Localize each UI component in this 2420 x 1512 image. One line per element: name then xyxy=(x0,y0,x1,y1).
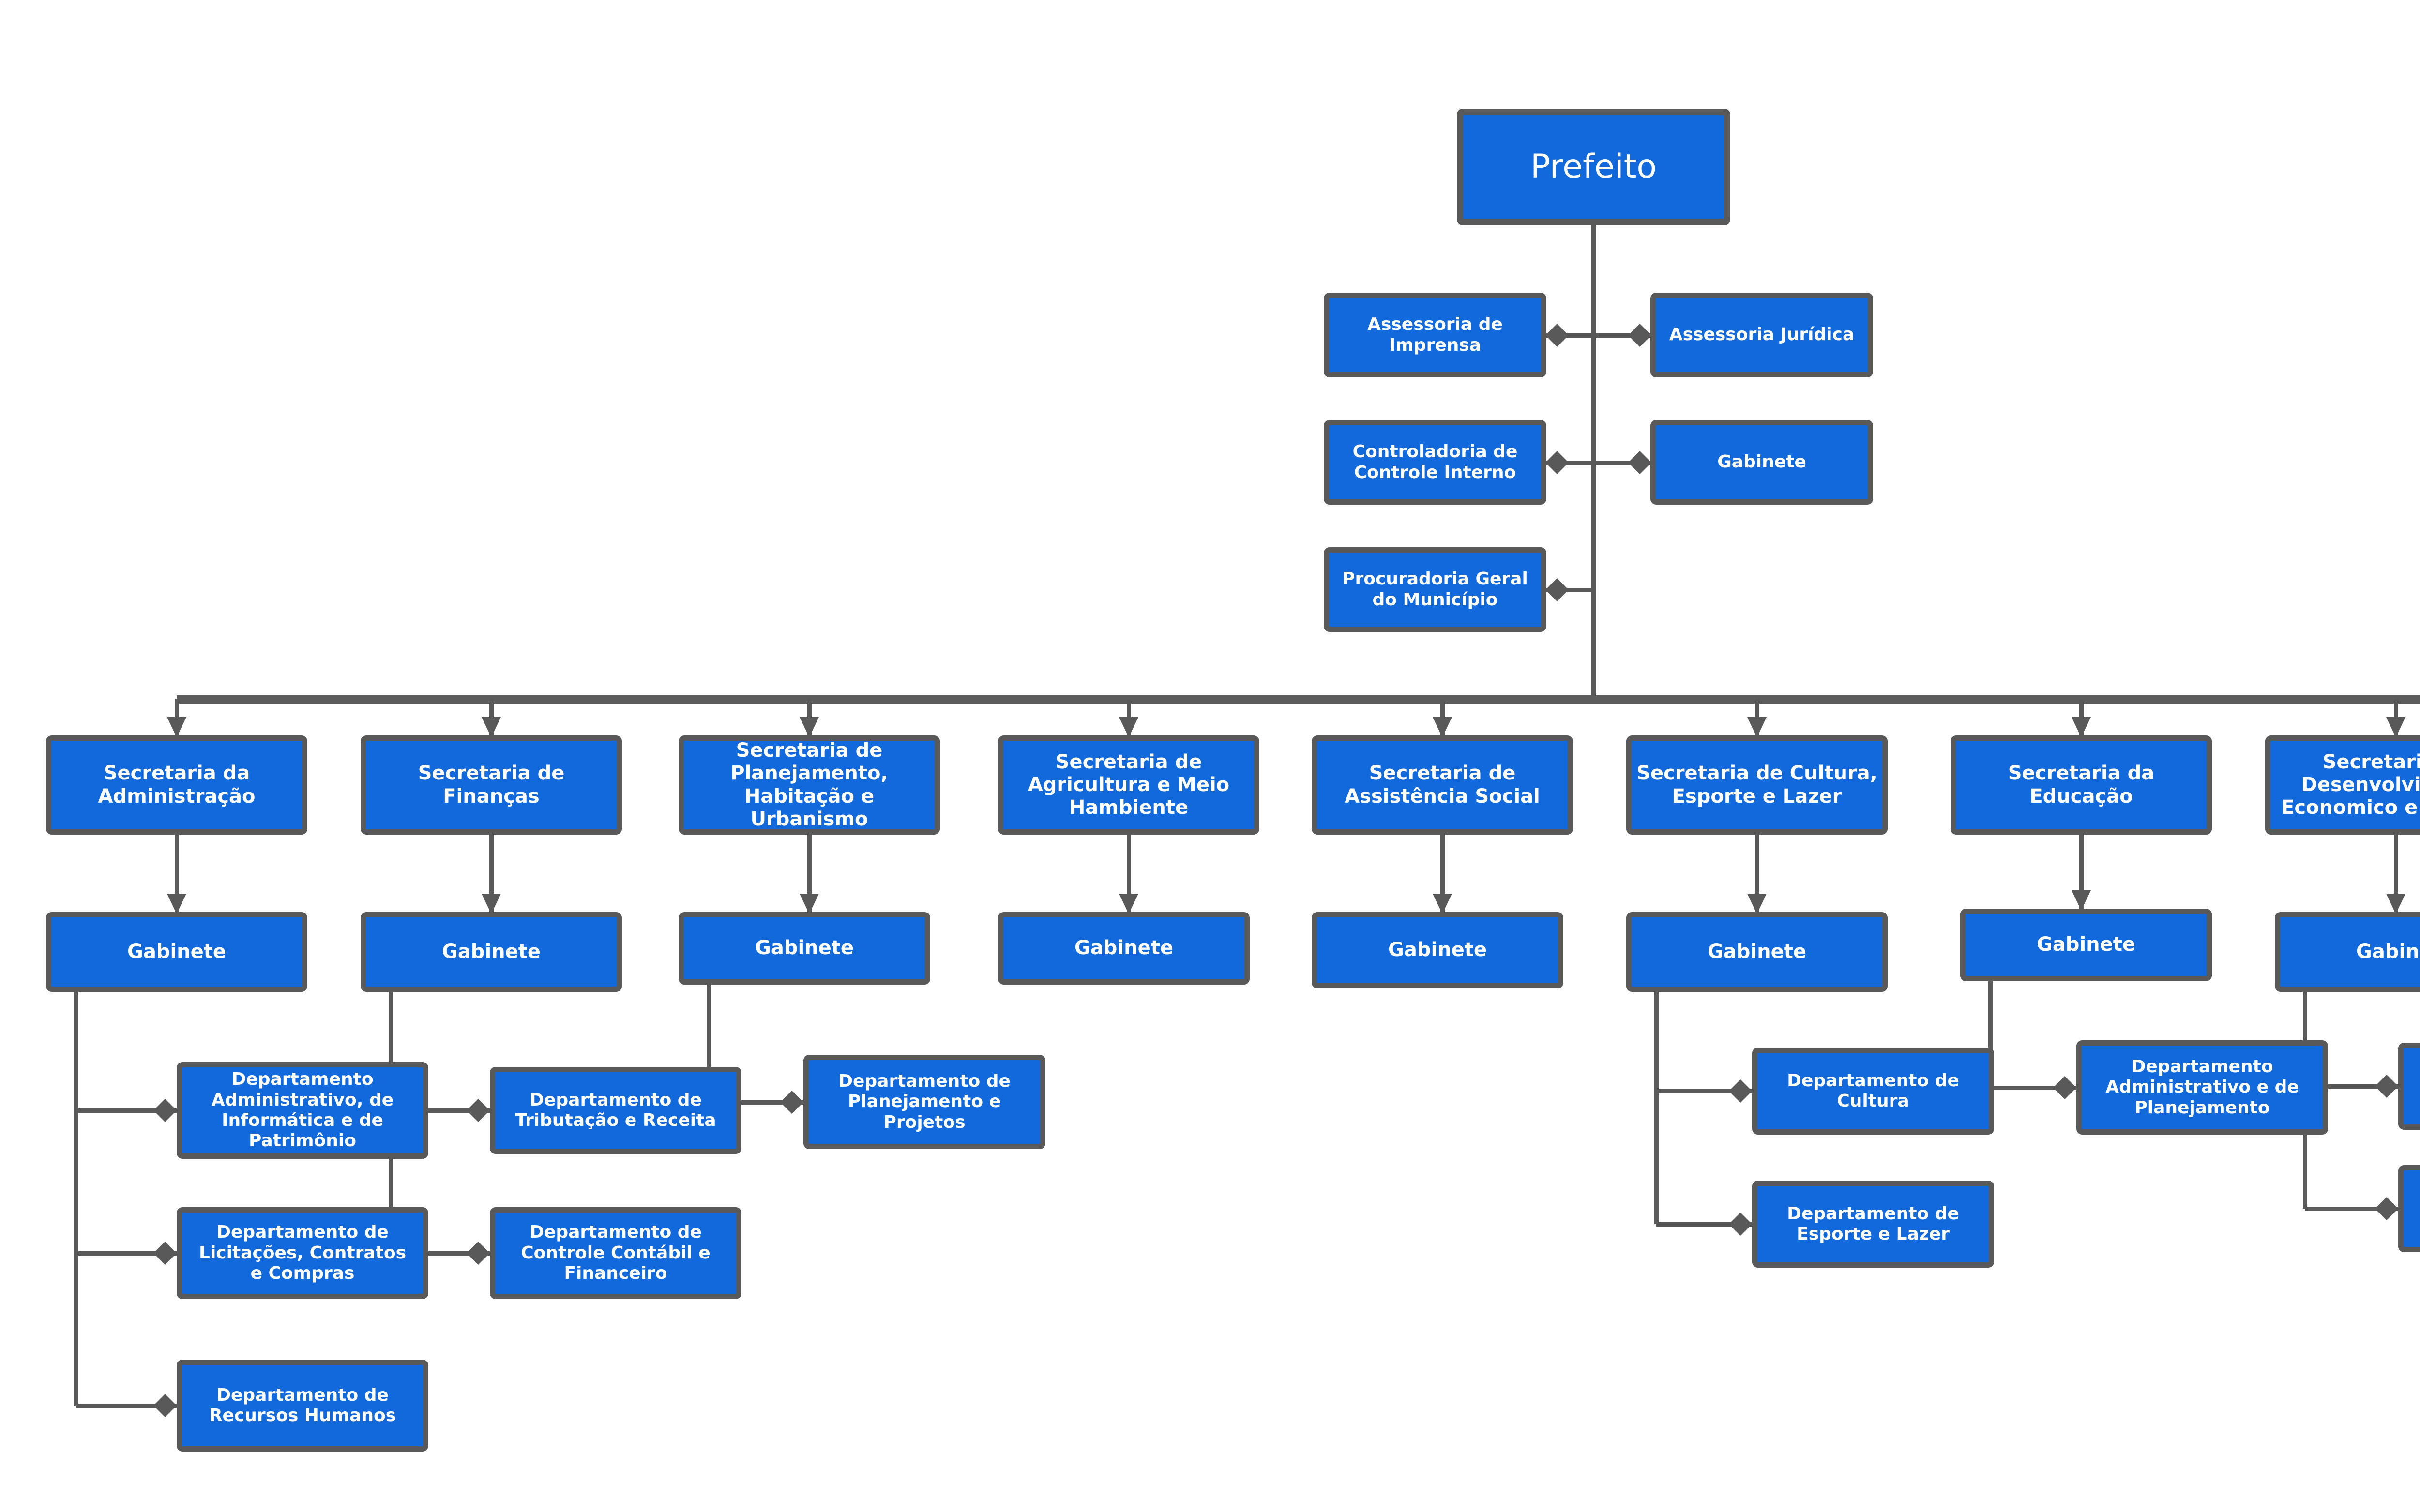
gabinete-arrow-5 xyxy=(1747,894,1767,914)
staff-diamond-1 xyxy=(1628,323,1652,347)
department-node-6-0[interactable]: Departamento Administrativo e de Planeja… xyxy=(2076,1040,2328,1135)
department-node-0-0[interactable]: Departamento Administrativo, de Informát… xyxy=(177,1062,428,1159)
gabinete-node-2[interactable]: Gabinete xyxy=(679,912,930,985)
secretariat-arrow-1 xyxy=(482,717,501,737)
gabinete-arrow-0 xyxy=(167,894,186,914)
department-node-7-1[interactable]: Departamento de Turismo xyxy=(2398,1165,2420,1252)
dept-connector-1-1 xyxy=(391,1251,490,1256)
dept-diamond-7-1 xyxy=(2375,1197,2399,1221)
gabinete-arrow-3 xyxy=(1119,894,1138,914)
staff-connector-4 xyxy=(1546,587,1593,592)
secretariat-arrow-3 xyxy=(1119,717,1138,737)
dept-diamond-7-0 xyxy=(2375,1074,2399,1098)
gabinete-drop-6 xyxy=(2079,835,2084,909)
gabinete-drop-4 xyxy=(1440,835,1445,912)
department-node-0-2[interactable]: Departamento de Recursos Humanos xyxy=(177,1360,428,1452)
dept-connector-2-0 xyxy=(709,1100,803,1105)
secretariat-node-3[interactable]: Secretaria de Agricultura e Meio Hambien… xyxy=(998,735,1259,835)
secretariat-arrow-2 xyxy=(800,717,819,737)
staff-node-1[interactable]: Assessoria Jurídica xyxy=(1650,293,1873,377)
gabinete-arrow-4 xyxy=(1433,894,1452,914)
secretariat-node-6[interactable]: Secretaria da Educação xyxy=(1951,735,2212,835)
gabinete-node-0[interactable]: Gabinete xyxy=(46,912,307,992)
dept-diamond-5-0 xyxy=(1728,1079,1753,1103)
dept-connector-7-1 xyxy=(2305,1207,2398,1211)
staff-node-0[interactable]: Assessoria de Imprensa xyxy=(1324,293,1546,377)
secretariat-node-5[interactable]: Secretaria de Cultura, Esporte e Lazer xyxy=(1626,735,1888,835)
secretariat-node-1[interactable]: Secretaria de Finanças xyxy=(361,735,622,835)
gabinete-arrow-1 xyxy=(482,894,501,914)
department-node-1-1[interactable]: Departamento de Controle Contábil e Fina… xyxy=(490,1207,741,1299)
dept-diamond-5-1 xyxy=(1728,1212,1753,1236)
staff-node-3[interactable]: Gabinete xyxy=(1650,420,1873,505)
dept-connector-5-1 xyxy=(1656,1222,1752,1227)
staff-connector-2 xyxy=(1546,460,1593,465)
gabinete-arrow-6 xyxy=(2072,890,2091,911)
gabinete-node-7[interactable]: Gabinete xyxy=(2275,912,2420,992)
staff-diamond-0 xyxy=(1545,323,1569,347)
staff-connector-1 xyxy=(1593,333,1650,338)
staff-node-4[interactable]: Procuradoria Geral do Município xyxy=(1324,547,1546,632)
dept-stem-6 xyxy=(1988,981,1993,1088)
dept-connector-5-0 xyxy=(1656,1089,1752,1093)
dept-connector-1-0 xyxy=(391,1108,490,1113)
department-node-0-1[interactable]: Departamento de Licitações, Contratos e … xyxy=(177,1207,428,1299)
dept-diamond-1-1 xyxy=(466,1241,490,1265)
gabinete-drop-1 xyxy=(489,835,494,912)
dept-diamond-0-2 xyxy=(153,1393,177,1418)
secretariat-arrow-0 xyxy=(167,717,186,737)
dept-diamond-0-0 xyxy=(153,1098,177,1123)
department-node-5-1[interactable]: Departamento de Esporte e Lazer xyxy=(1752,1181,1994,1268)
staff-connector-0 xyxy=(1546,333,1593,338)
gabinete-drop-3 xyxy=(1127,835,1131,912)
staff-diamond-2 xyxy=(1545,450,1569,474)
secretariat-arrow-7 xyxy=(2386,717,2405,737)
gabinete-node-5[interactable]: Gabinete xyxy=(1626,912,1888,992)
gabinete-node-1[interactable]: Gabinete xyxy=(361,912,622,992)
department-node-5-0[interactable]: Departamento de Cultura xyxy=(1752,1048,1994,1135)
dept-diamond-1-0 xyxy=(466,1098,490,1123)
dept-stem-5 xyxy=(1654,992,1659,1224)
department-node-1-0[interactable]: Departamento de Tributação e Receita xyxy=(490,1067,741,1154)
staff-connector-3 xyxy=(1593,460,1650,465)
gabinete-drop-0 xyxy=(175,835,179,912)
gabinete-node-6[interactable]: Gabinete xyxy=(1960,909,2212,981)
dept-stem-0 xyxy=(74,992,78,1406)
department-node-2-0[interactable]: Departamento de Planejamento e Projetos xyxy=(803,1055,1045,1149)
dept-connector-0-0 xyxy=(76,1108,177,1113)
gabinete-drop-5 xyxy=(1755,835,1759,912)
department-node-7-0[interactable]: Departamento de Emprego e Renda xyxy=(2398,1043,2420,1130)
secretariat-node-7[interactable]: Secretaria de Desenvolvimento Economico … xyxy=(2265,735,2420,835)
gabinete-drop-7 xyxy=(2394,835,2398,912)
gabinete-arrow-2 xyxy=(800,894,819,914)
dept-connector-0-1 xyxy=(76,1251,177,1256)
secretariat-arrow-4 xyxy=(1433,717,1452,737)
gabinete-arrow-7 xyxy=(2386,894,2405,914)
dept-stem-2 xyxy=(707,985,711,1102)
staff-diamond-3 xyxy=(1628,450,1652,474)
staff-diamond-4 xyxy=(1545,578,1569,601)
dept-diamond-2-0 xyxy=(780,1090,804,1114)
staff-node-2[interactable]: Controladoria de Controle Interno xyxy=(1324,420,1546,505)
root-node-prefeito[interactable]: Prefeito xyxy=(1457,109,1730,225)
secretariat-arrow-5 xyxy=(1747,717,1767,737)
dept-connector-0-2 xyxy=(76,1404,177,1408)
secretariat-node-4[interactable]: Secretaria de Assistência Social xyxy=(1312,735,1573,835)
secretariat-node-2[interactable]: Secretaria de Planejamento, Habitação e … xyxy=(679,735,940,835)
dept-diamond-6-0 xyxy=(2053,1076,2077,1099)
gabinete-drop-2 xyxy=(807,835,812,912)
secretariat-arrow-6 xyxy=(2072,717,2091,737)
gabinete-node-4[interactable]: Gabinete xyxy=(1312,912,1563,988)
gabinete-node-3[interactable]: Gabinete xyxy=(998,912,1250,985)
dept-connector-7-0 xyxy=(2305,1084,2398,1089)
dept-diamond-0-1 xyxy=(153,1241,177,1265)
secretariat-node-0[interactable]: Secretaria da Administração xyxy=(46,735,307,835)
dept-connector-6-0 xyxy=(1990,1085,2076,1090)
secretariat-bus-line xyxy=(177,695,2420,704)
